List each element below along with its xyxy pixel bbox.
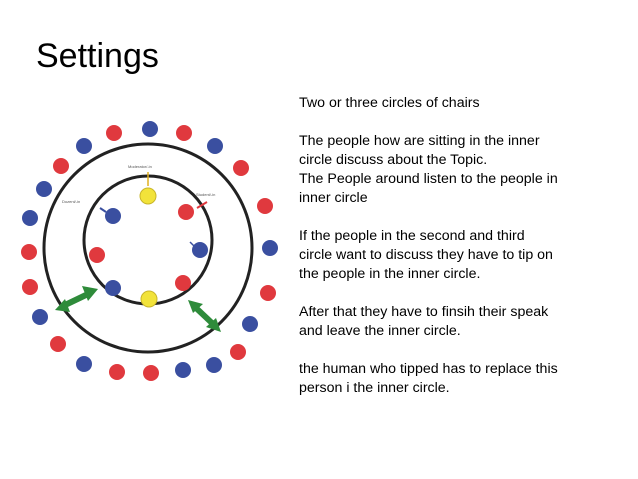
line: circle want to discuss they have to tip … bbox=[299, 247, 553, 263]
paragraph-1: Two or three circles of chairs bbox=[299, 94, 629, 113]
outer-seat-blue bbox=[22, 210, 38, 226]
speaker-seat bbox=[140, 290, 158, 308]
line: Two or three circles of chairs bbox=[299, 95, 480, 111]
outer-seat-red bbox=[50, 336, 66, 352]
outer-seat-red bbox=[21, 244, 37, 260]
outer-seat-red bbox=[22, 279, 38, 295]
outer-seat-red bbox=[233, 160, 249, 176]
line: the human who tipped has to replace this bbox=[299, 361, 558, 377]
outer-seat-blue bbox=[76, 356, 92, 372]
outer-seat-blue bbox=[262, 240, 278, 256]
inner-seat-red bbox=[175, 275, 191, 291]
outer-seat-red bbox=[260, 285, 276, 301]
outer-seat-blue bbox=[36, 181, 52, 197]
outer-seat-blue bbox=[175, 362, 191, 378]
line: The people how are sitting in the inner bbox=[299, 133, 540, 149]
outer-seat-blue bbox=[242, 316, 258, 332]
outer-seat-red bbox=[109, 364, 125, 380]
outer-seat-blue bbox=[206, 357, 222, 373]
moderator-label: Moderator/-in bbox=[128, 164, 152, 169]
line: If the people in the second and third bbox=[299, 228, 525, 244]
outer-seat-red bbox=[176, 125, 192, 141]
outer-seat-red bbox=[53, 158, 69, 174]
outer-seat-red bbox=[143, 365, 159, 381]
line: After that they have to finsih their spe… bbox=[299, 304, 549, 320]
arrow-left-icon bbox=[55, 286, 98, 312]
outer-seat-red bbox=[106, 125, 122, 141]
moderator-seat bbox=[139, 187, 157, 205]
paragraph-2: The people how are sitting in the inner … bbox=[299, 132, 629, 208]
line: person i the inner circle. bbox=[299, 380, 450, 396]
outer-seat-blue bbox=[76, 138, 92, 154]
inner-seat-red bbox=[89, 247, 105, 263]
outer-seat-blue bbox=[207, 138, 223, 154]
slide-title: Settings bbox=[36, 37, 159, 75]
line: the people in the inner circle. bbox=[299, 266, 481, 282]
inner-seat-blue bbox=[105, 208, 121, 224]
outer-seat-red bbox=[257, 198, 273, 214]
arrow-right-icon bbox=[188, 300, 221, 332]
outer-seat-blue bbox=[32, 309, 48, 325]
outer-seat-blue bbox=[142, 121, 158, 137]
inner-seat-blue bbox=[105, 280, 121, 296]
line: inner circle bbox=[299, 190, 368, 206]
line: and leave the inner circle. bbox=[299, 323, 461, 339]
dozent-label: Dozent/-in bbox=[62, 199, 80, 204]
line: circle discuss about the Topic. bbox=[299, 152, 488, 168]
inner-seat-red bbox=[178, 204, 194, 220]
paragraph-3: If the people in the second and third ci… bbox=[299, 227, 629, 284]
outer-circle bbox=[42, 142, 254, 354]
outer-seat-red bbox=[230, 344, 246, 360]
paragraph-4: After that they have to finsih their spe… bbox=[299, 303, 629, 341]
student-label: Student/-in bbox=[196, 192, 215, 197]
inner-seat-blue bbox=[192, 242, 208, 258]
paragraph-5: the human who tipped has to replace this… bbox=[299, 360, 629, 398]
slide-body: Two or three circles of chairs The peopl… bbox=[299, 94, 629, 417]
line: The People around listen to the people i… bbox=[299, 171, 558, 187]
